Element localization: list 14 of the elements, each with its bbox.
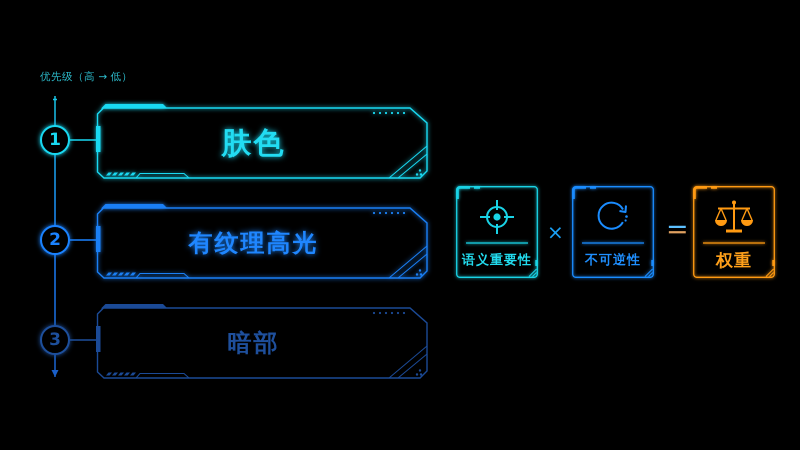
card-label: 权重 [716,251,752,271]
connector-line [70,239,96,241]
card [572,186,654,278]
connector-line [70,339,96,341]
card [693,186,775,278]
number-circle: 1 [40,125,70,155]
card-label: 不可逆性 [585,252,641,270]
multiply-sign: × [547,222,564,242]
number-circle: 2 [40,225,70,255]
number-circle: 3 [40,325,70,355]
axis-label: 优先级（高 → 低） [40,72,132,82]
card-label: 语义重要性 [462,252,532,270]
connector-line [70,139,96,141]
card [456,186,538,278]
